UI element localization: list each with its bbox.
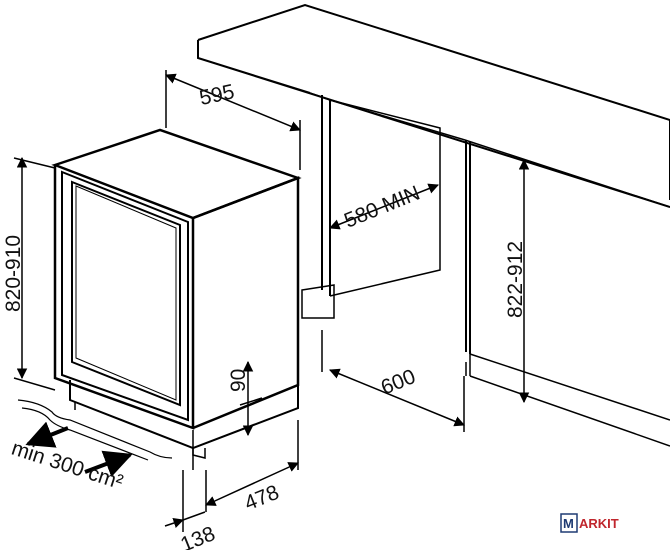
plinth-foot (192, 430, 206, 459)
airflow (17, 399, 173, 478)
appliance-top (51, 128, 302, 220)
label-595: 595 (197, 80, 236, 110)
dim-580-line (329, 183, 439, 230)
label-822-912: 822-912 (504, 241, 527, 318)
niche-plinth-block (301, 284, 335, 319)
label-820-910: 820-910 (2, 235, 25, 312)
markit-logo: M ARKIT (560, 513, 619, 533)
dimension-lines (13, 70, 530, 532)
floor-line (321, 330, 467, 376)
niche-back-wall (329, 99, 441, 297)
label-580-min: 580 MIN (341, 182, 423, 233)
dim-138-line (182, 511, 206, 521)
kitchen-unit (197, 3, 670, 447)
logo-boxed-letter: M (563, 516, 574, 531)
wine-cooler (51, 128, 302, 470)
dim-478-line (205, 462, 299, 506)
airflow-outline (17, 399, 173, 459)
logo-box (560, 513, 578, 533)
right-cabinet-front (465, 140, 471, 354)
niche-left-panel (321, 95, 331, 296)
label-90: 90 (227, 369, 250, 392)
dim-600-line (329, 368, 465, 427)
logo-text: ARKIT (579, 516, 619, 531)
dim-595-line (165, 73, 301, 132)
airflow-out-arrow (84, 450, 133, 478)
airflow-in-arrow (25, 421, 69, 448)
appliance-front (53, 165, 195, 430)
door-glass (75, 185, 177, 401)
door-inner (71, 180, 181, 407)
door-outer (61, 170, 189, 422)
right-cabinet-plinth (469, 353, 670, 447)
worktop-underside (309, 92, 670, 208)
worktop (197, 3, 670, 208)
plinth-lower (74, 402, 194, 470)
label-600: 600 (378, 365, 419, 399)
